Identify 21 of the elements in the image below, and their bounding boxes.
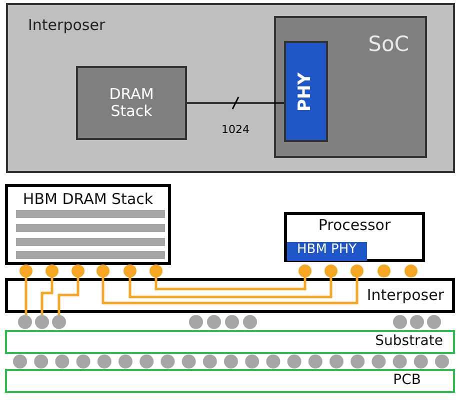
edge-label: 1024	[222, 123, 250, 136]
substrate-layer	[5, 330, 455, 354]
hbm-dram-stack-box	[5, 184, 171, 265]
hbm-phy-block	[287, 242, 367, 261]
label: HBM DRAM Stack	[22, 191, 154, 208]
pcb-layer	[5, 369, 455, 393]
label: Processor	[318, 217, 391, 234]
label: Interposer	[366, 287, 444, 304]
soc-box	[274, 16, 427, 158]
interposer-panel	[6, 3, 455, 173]
label: SoC	[368, 32, 409, 56]
label: PCB	[393, 372, 421, 388]
label: HBM PHY	[297, 243, 357, 258]
processor-box	[284, 212, 425, 262]
label: Interposer	[28, 17, 106, 34]
label: DRAM Stack	[108, 86, 155, 120]
dram-stack-box	[76, 66, 187, 140]
phy-block	[284, 41, 328, 142]
label: PHY	[296, 72, 316, 111]
bus-line	[187, 102, 284, 104]
label: Substrate	[375, 333, 443, 350]
